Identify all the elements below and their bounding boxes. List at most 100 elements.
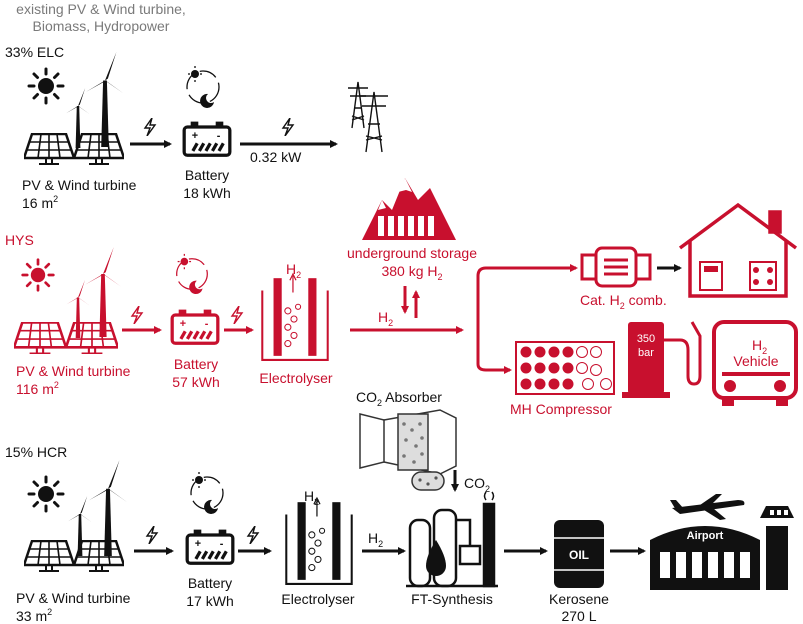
elc-power: 0.32 kW <box>250 149 302 165</box>
subscript-two: 2 <box>762 346 767 356</box>
elc-source-label: PV & Wind turbine <box>22 177 137 193</box>
svg-text:H2: H2 <box>286 261 301 280</box>
elc-label: 33% ELC <box>5 44 64 60</box>
svg-text:CO2 Absorber: CO2 Absorber <box>356 389 442 408</box>
hcr-h2-top: H <box>304 488 314 504</box>
hys-label: HYS <box>5 232 34 248</box>
svg-text:H2: H2 <box>378 309 393 328</box>
lightning-icon <box>131 306 143 324</box>
solar-panel-icon <box>66 322 118 354</box>
catalytic-combustor-icon <box>580 246 652 288</box>
svg-text:H2: H2 <box>752 337 767 356</box>
svg-text:116 m2: 116 m2 <box>16 380 59 397</box>
cat-label-end: comb. <box>625 292 667 308</box>
lightning-icon <box>146 526 158 544</box>
svg-text:CO2: CO2 <box>464 475 490 494</box>
hcr-battery-label: Battery <box>188 575 232 591</box>
superscript-two: 2 <box>47 607 52 617</box>
house-icon <box>678 202 798 298</box>
co2-absorber-icon <box>359 409 457 491</box>
ft-synthesis-label: FT-Synthesis <box>411 591 493 607</box>
subscript-two: 2 <box>438 272 443 282</box>
hys-source-area: 116 m <box>16 381 54 397</box>
svg-text:380 kg H2: 380 kg H2 <box>381 263 442 282</box>
hys-battery-capacity: 57 kWh <box>172 374 219 390</box>
hcr-label: 15% HCR <box>5 444 67 460</box>
elc-battery-capacity: 18 kWh <box>183 185 230 201</box>
lightning-icon <box>231 306 243 324</box>
fuel-pump-icon <box>622 321 702 398</box>
svg-text:H2: H2 <box>304 488 319 507</box>
appliance-icon <box>704 266 773 285</box>
battery-icon <box>170 308 220 345</box>
subscript-two: 2 <box>377 398 382 408</box>
day-night-cycle-icon <box>186 65 220 109</box>
battery-icon <box>182 120 232 157</box>
smoke-icon <box>483 491 495 501</box>
bus-icon <box>712 320 798 406</box>
solar-panel-icon <box>14 322 66 354</box>
electrolyser-icon <box>285 497 353 586</box>
elc-battery-label: Battery <box>185 167 229 183</box>
storage-amount: 380 kg H <box>381 263 437 279</box>
subscript-two: 2 <box>296 270 301 280</box>
airport-icon <box>650 506 794 590</box>
sun-icon <box>21 258 55 292</box>
absorber-label-end: Absorber <box>382 389 442 405</box>
hys-source-label: PV & Wind turbine <box>16 363 131 379</box>
pump-pressure: 350 <box>637 333 655 345</box>
lightning-icon <box>282 118 294 136</box>
superscript-two: 2 <box>54 380 59 390</box>
arrow-branch-down <box>476 330 512 374</box>
cat-label: Cat. H <box>580 292 620 308</box>
hcr-electrolyser-label: Electrolyser <box>281 591 354 607</box>
svg-text:H2: H2 <box>368 530 383 549</box>
kerosene-amount: 270 L <box>561 608 596 624</box>
electrolyser-icon <box>261 273 329 362</box>
svg-text:16 m2: 16 m2 <box>22 194 58 211</box>
wind-turbine-small-icon <box>66 280 90 338</box>
vehicle-h2: H <box>752 337 762 353</box>
power-pylon-icon <box>348 81 388 153</box>
mountain-storage-icon <box>362 178 456 240</box>
subscript-two: 2 <box>620 301 625 311</box>
co2-label: CO <box>464 475 485 491</box>
solar-panel-icon <box>24 133 74 165</box>
barrel-text: OIL <box>569 548 589 562</box>
svg-text:Cat. H2 comb.: Cat. H2 comb. <box>580 292 667 311</box>
wind-turbine-icon <box>86 52 124 147</box>
hys-h2-top: H <box>286 261 296 277</box>
lightning-icon <box>247 526 259 544</box>
hys-electrolyser-label: Electrolyser <box>259 370 332 386</box>
hys-h2-line: H <box>378 309 388 325</box>
kerosene-label: Kerosene <box>549 591 609 607</box>
subscript-two: 2 <box>314 497 319 507</box>
superscript-two: 2 <box>53 194 58 204</box>
hcr-source-area: 33 m <box>16 608 47 624</box>
svg-text:33 m2: 33 m2 <box>16 607 52 624</box>
airplane-icon <box>670 494 745 520</box>
vehicle-label: Vehicle <box>733 353 778 369</box>
sun-icon <box>27 67 65 105</box>
ft-synthesis-icon <box>406 502 498 588</box>
metal-hydride-icon <box>515 341 615 395</box>
fuel-drop-icon <box>426 540 446 576</box>
day-night-cycle-icon <box>190 471 224 515</box>
subscript-two: 2 <box>485 484 490 494</box>
hcr-source-label: PV & Wind turbine <box>16 590 131 606</box>
pump-unit: bar <box>638 347 654 359</box>
wind-turbine-small-icon <box>66 88 90 148</box>
lightning-icon <box>144 118 156 136</box>
hys-battery-label: Battery <box>174 356 218 372</box>
absorber-label: CO <box>356 389 377 405</box>
header-line-1: existing PV & Wind turbine, <box>16 1 186 17</box>
storage-label: underground storage <box>347 245 477 261</box>
sun-icon <box>27 475 65 513</box>
elc-source-area: 16 m <box>22 195 53 211</box>
mh-compressor-label: MH Compressor <box>510 401 612 417</box>
solar-panel-icon <box>24 540 74 572</box>
arrow-branch-up <box>476 264 578 330</box>
subscript-two: 2 <box>378 539 383 549</box>
solar-panel-icon <box>74 133 124 165</box>
